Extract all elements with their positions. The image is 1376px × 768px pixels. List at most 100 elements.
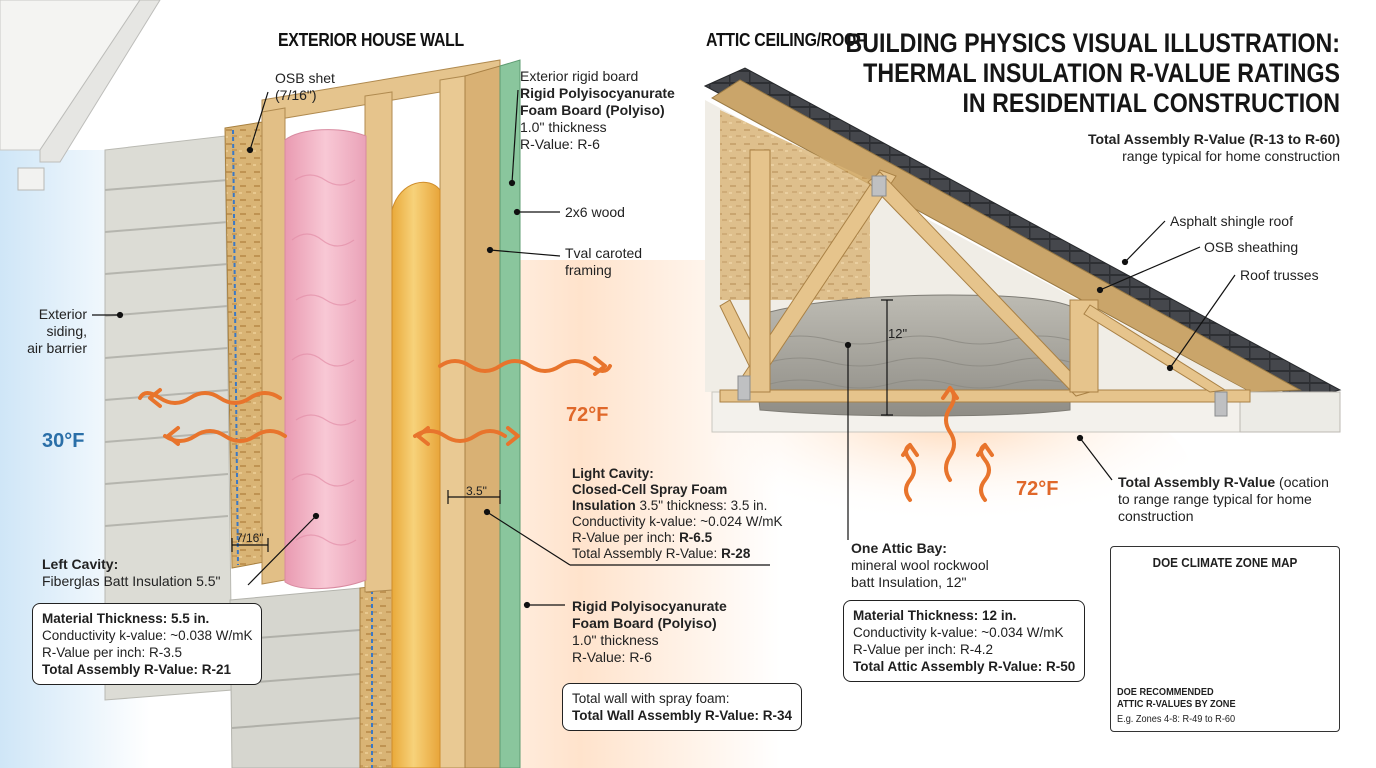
rigid-board-bottom-label: Rigid Polyisocyanurate Foam Board (Polyi…: [572, 598, 727, 666]
light-cavity-line-2: Closed-Cell Spray Foam: [572, 482, 728, 497]
rigid-top-line-2: Rigid Polyisocyanurate: [520, 85, 675, 101]
wall-dimension-marks: [231, 490, 501, 552]
left-box-line-4: Total Assembly R-Value: R-21: [42, 662, 232, 677]
attic-bay-label: One Attic Bay: mineral wool rockwool bat…: [851, 540, 989, 591]
left-box-line-2: Conductivity k-value: ~0.038 W/mK: [42, 628, 253, 643]
light-cavity-line-6: Total Assembly R-Value: R-28: [572, 546, 782, 562]
light-cavity-line-6-bold: R-28: [721, 546, 751, 561]
stud-dimension-label: 3.5": [466, 484, 487, 498]
attic-bay-line-1: mineral wool rockwool: [851, 557, 989, 573]
cold-temperature: 30°F: [42, 430, 85, 452]
light-cavity-line-3-bold: Insulation: [572, 498, 636, 513]
map-title: DOE CLIMATE ZONE MAP: [1152, 555, 1298, 570]
mineral-wool-texture: [769, 335, 1071, 389]
map-note: E.g. Zones 4-8: R-49 to R-60: [1117, 714, 1236, 725]
total-wall-line-2: Total Wall Assembly R-Value: R-34: [572, 708, 793, 723]
map-subtitle: DOE RECOMMENDED ATTIC R-VALUES BY ZONE: [1117, 687, 1236, 711]
light-cavity-line-4: Conductivity k-value: ~0.024 W/mK: [572, 514, 783, 529]
wall-header: EXTERIOR HOUSE WALL: [278, 30, 464, 50]
osb-label: OSB shet (7/16"): [275, 70, 335, 104]
wood-label: 2x6 wood: [565, 204, 625, 220]
framing-label: Tval caroted framing: [565, 245, 642, 279]
wall-leader-lines: [92, 89, 770, 609]
fiberglass-batt: [284, 129, 367, 589]
subtitle: Total Assembly R-Value (R-13 to R-60) ra…: [1088, 131, 1340, 165]
wall-heat-arrows: [138, 356, 612, 446]
siding-line-1: Exterior: [38, 306, 87, 322]
light-cavity-line-5-text: R-Value per inch:: [572, 530, 680, 545]
rigid-top-line-5: R-Value: R-6: [520, 136, 600, 152]
attic-total-bold: Total Assembly R-Value: [1118, 474, 1276, 490]
warm-temperature-wall: 72°F: [566, 404, 609, 426]
attic-box-line-2: Conductivity k-value: ~0.034 W/mK: [853, 625, 1064, 640]
attic-total-line-2: to range range typical for home: [1118, 491, 1312, 507]
trusses-label: Roof trusses: [1240, 267, 1319, 283]
light-cavity-line-3: Insulation 3.5" thickness: 3.5 in.: [572, 498, 782, 514]
attic-total-label: Total Assembly R-Value (ocation to range…: [1118, 474, 1329, 525]
total-wall-line-1: Total wall with spray foam:: [572, 691, 730, 706]
rigid-top-line-1: Exterior rigid board: [520, 68, 639, 84]
attic-bay-line-2: batt Insulation, 12": [851, 574, 967, 590]
left-cavity-label: Left Cavity: Fiberglas Batt Insulation 5…: [42, 556, 221, 590]
map-subtitle-line-1: DOE RECOMMENDED: [1117, 687, 1214, 698]
shingle-label: Asphalt shingle roof: [1170, 213, 1293, 229]
left-cavity-title: Left Cavity:: [42, 556, 119, 572]
attic-heat-arrows: [901, 386, 994, 502]
attic-total-rest: (ocation: [1275, 474, 1329, 490]
wall-framing: [261, 59, 501, 768]
title-line-1: BUILDING PHYSICS VISUAL ILLUSTRATION:: [845, 28, 1340, 58]
attic-header: ATTIC CEILING/ROOF: [706, 30, 866, 50]
light-cavity-label: Light Cavity: Closed-Cell Spray Foam Ins…: [572, 466, 782, 562]
light-cavity-line-6-text: Total Assembly R-Value:: [572, 546, 722, 561]
attic-total-line-1: Total Assembly R-Value (ocation: [1118, 474, 1329, 491]
siding-line-2: siding,: [46, 323, 87, 339]
attic-leader-lines: [844, 220, 1236, 540]
page-title: BUILDING PHYSICS VISUAL ILLUSTRATION: TH…: [845, 28, 1340, 118]
rigid-bottom-line-4: R-Value: R-6: [572, 649, 652, 665]
attic-box-line-4: Total Attic Assembly R-Value: R-50: [853, 659, 1076, 674]
spray-foam: [391, 181, 441, 768]
subtitle-bold: Total Assembly R-Value (R-13 to R-60): [1087, 131, 1340, 147]
siding-label: Exterior siding, air barrier: [27, 306, 87, 357]
attic-dimension-label: 12": [888, 326, 908, 341]
attic-total-line-3: construction: [1118, 508, 1194, 524]
attic-box-line-3: R-Value per inch: R-4.2: [853, 642, 994, 657]
title-line-2: THERMAL INSULATION R-VALUE RATINGS: [863, 58, 1340, 88]
light-cavity-line-3-rest: 3.5" thickness: 3.5 in.: [635, 498, 768, 513]
siding-line-3: air barrier: [27, 340, 87, 356]
climate-zone-card: DOE CLIMATE ZONE MAP DOE RECOMMENDED ATT…: [1110, 546, 1340, 732]
rigid-bottom-line-1: Rigid Polyisocyanurate: [572, 598, 727, 614]
mineral-wool-batt: [749, 294, 1071, 417]
rigid-top-line-3: Foam Board (Polyiso): [520, 102, 665, 118]
osb-dimension-label: 7/16": [236, 531, 264, 545]
left-box-line-3: R-Value per inch: R-3.5: [42, 645, 183, 660]
left-cavity-box: Material Thickness: 5.5 in. Conductivity…: [32, 603, 263, 685]
map-subtitle-line-2: ATTIC R-VALUES BY ZONE: [1117, 699, 1236, 710]
rigid-foam-board: [499, 59, 521, 768]
subtitle-text: range typical for home construction: [1122, 148, 1340, 164]
osb-label-line-2: (7/16"): [275, 87, 317, 103]
roof-trusses: [719, 149, 1251, 417]
warm-temperature-attic: 72°F: [1016, 478, 1059, 500]
title-line-3: IN RESIDENTIAL CONSTRUCTION: [962, 88, 1340, 118]
rigid-board-top-label: Exterior rigid board Rigid Polyisocyanur…: [520, 68, 675, 153]
light-cavity-line-1: Light Cavity:: [572, 466, 654, 481]
left-cavity-text: Fiberglas Batt Insulation 5.5": [42, 573, 221, 589]
air-barrier-line: [232, 129, 239, 566]
rigid-bottom-line-2: Foam Board (Polyiso): [572, 615, 717, 631]
framing-line-1: Tval caroted: [565, 245, 643, 261]
attic-box: Material Thickness: 12 in. Conductivity …: [843, 600, 1086, 682]
osb-sheathing-label: OSB sheathing: [1204, 239, 1299, 255]
framing-line-2: framing: [565, 262, 612, 278]
light-cavity-line-5-bold: R-6.5: [679, 530, 713, 545]
rigid-top-line-4: 1.0" thickness: [520, 119, 607, 135]
left-box-line-1: Material Thickness: 5.5 in.: [42, 611, 210, 626]
attic-bay-title: One Attic Bay:: [851, 540, 947, 556]
house-eave: [0, 0, 161, 191]
fiberglass-texture: [291, 174, 357, 546]
total-wall-box: Total wall with spray foam: Total Wall A…: [562, 683, 803, 731]
attic-box-line-1: Material Thickness: 12 in.: [853, 608, 1017, 623]
rigid-bottom-line-3: 1.0" thickness: [572, 632, 659, 648]
light-cavity-line-5: R-Value per inch: R-6.5: [572, 530, 782, 546]
